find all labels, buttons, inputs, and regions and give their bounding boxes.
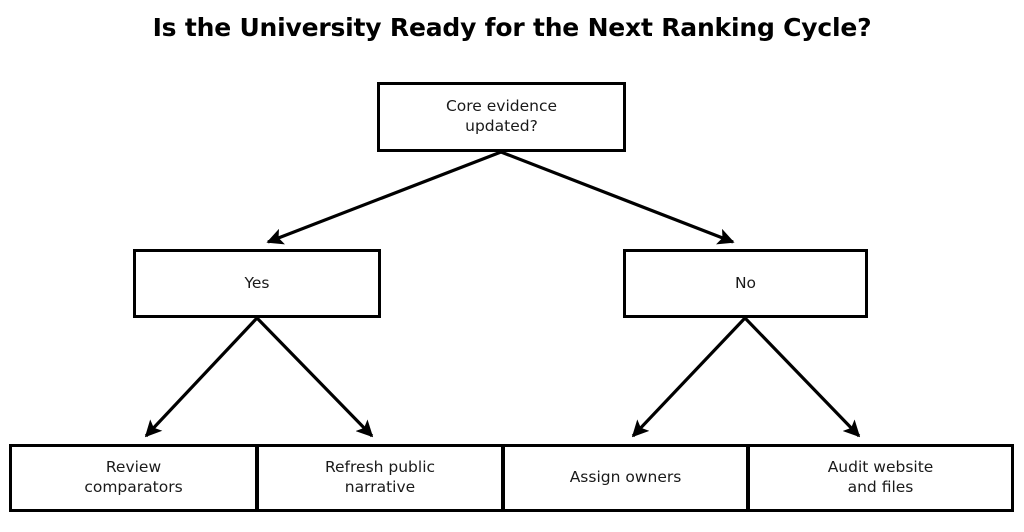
- node-branch-yes[interactable]: Yes: [133, 249, 381, 318]
- node-label: Assign owners: [569, 468, 682, 487]
- page-title: Is the University Ready for the Next Ran…: [152, 13, 872, 42]
- edge-yes-to-review-comparators: [144, 316, 259, 438]
- node-label: Yes: [244, 273, 270, 292]
- node-leaf-review-comparators[interactable]: Review comparators: [9, 444, 258, 512]
- node-label: Audit website and files: [827, 458, 934, 496]
- node-branch-no[interactable]: No: [623, 249, 868, 318]
- edge-root-to-no: [500, 150, 735, 245]
- edge-no-to-assign-owners: [631, 316, 747, 438]
- node-label: Review comparators: [84, 458, 183, 496]
- node-leaf-audit-website-and-files[interactable]: Audit website and files: [747, 444, 1014, 512]
- edge-no-to-audit-website-and-files: [743, 316, 861, 438]
- node-label: No: [734, 273, 757, 292]
- node-leaf-assign-owners[interactable]: Assign owners: [502, 444, 749, 512]
- node-leaf-refresh-public-narrative[interactable]: Refresh public narrative: [256, 444, 504, 512]
- node-label: Refresh public narrative: [324, 458, 436, 496]
- edge-yes-to-refresh-public-narrative: [255, 316, 374, 438]
- node-label: Core evidence updated?: [445, 97, 558, 135]
- node-root-core-evidence-updated[interactable]: Core evidence updated?: [377, 82, 626, 152]
- edge-root-to-yes: [266, 150, 502, 245]
